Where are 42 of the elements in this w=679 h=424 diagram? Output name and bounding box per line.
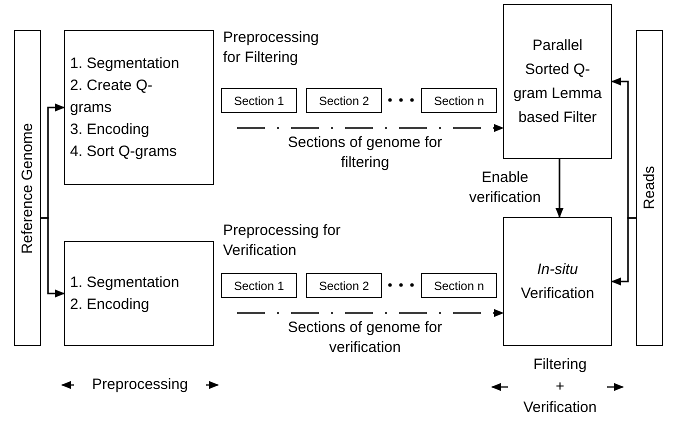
node-label: In-situ Verification xyxy=(520,260,596,304)
arrow xyxy=(237,124,504,132)
process-box xyxy=(64,30,214,185)
vertical-label-box xyxy=(14,30,41,346)
arrow xyxy=(41,217,65,298)
node-label: Parallel Sorted Q-gram Lemma based Filter xyxy=(512,36,603,128)
text-label: Preprocessing for Verification xyxy=(223,221,342,261)
vertical-label-box xyxy=(636,30,663,346)
arrow xyxy=(556,159,564,218)
node-label: Section 1 xyxy=(234,280,284,292)
node-label: Reference Genome xyxy=(20,122,35,254)
text-label: + xyxy=(554,377,566,397)
step-text: 2. Create Q-grams xyxy=(70,76,154,118)
node-label: Section 1 xyxy=(234,94,284,106)
section-box xyxy=(306,88,382,113)
edge-label: Enable verification xyxy=(468,168,542,208)
text-label: Preprocessing for Filtering xyxy=(223,28,320,68)
arrow xyxy=(611,217,636,286)
node-label: Section n xyxy=(434,94,484,106)
step-text: 1. Segmentation xyxy=(70,54,180,74)
step-text: 2. Encoding xyxy=(70,294,150,314)
process-box xyxy=(503,217,612,346)
section-box xyxy=(221,88,297,113)
step-text: 1. Segmentation xyxy=(70,272,180,292)
process-box xyxy=(64,241,214,346)
section-box xyxy=(306,273,382,298)
edge-label: Sections of genome for filtering xyxy=(286,133,444,173)
edge-label: Sections of genome for verification xyxy=(286,318,444,358)
step-text: 4. Sort Q-grams xyxy=(70,142,178,162)
arrow xyxy=(237,309,504,317)
text-label: Filtering xyxy=(532,355,588,375)
process-box xyxy=(503,4,612,159)
text-label: Verification xyxy=(522,398,598,418)
section-box xyxy=(221,273,297,298)
section-box xyxy=(421,273,497,298)
text-label: Preprocessing xyxy=(91,375,189,395)
section-box xyxy=(421,88,497,113)
node-label: Section n xyxy=(434,280,484,292)
node-label: Section 2 xyxy=(318,94,370,106)
step-text: 3. Encoding xyxy=(70,120,150,140)
node-label: Reads xyxy=(642,166,657,210)
node-label: Section 2 xyxy=(318,280,370,292)
